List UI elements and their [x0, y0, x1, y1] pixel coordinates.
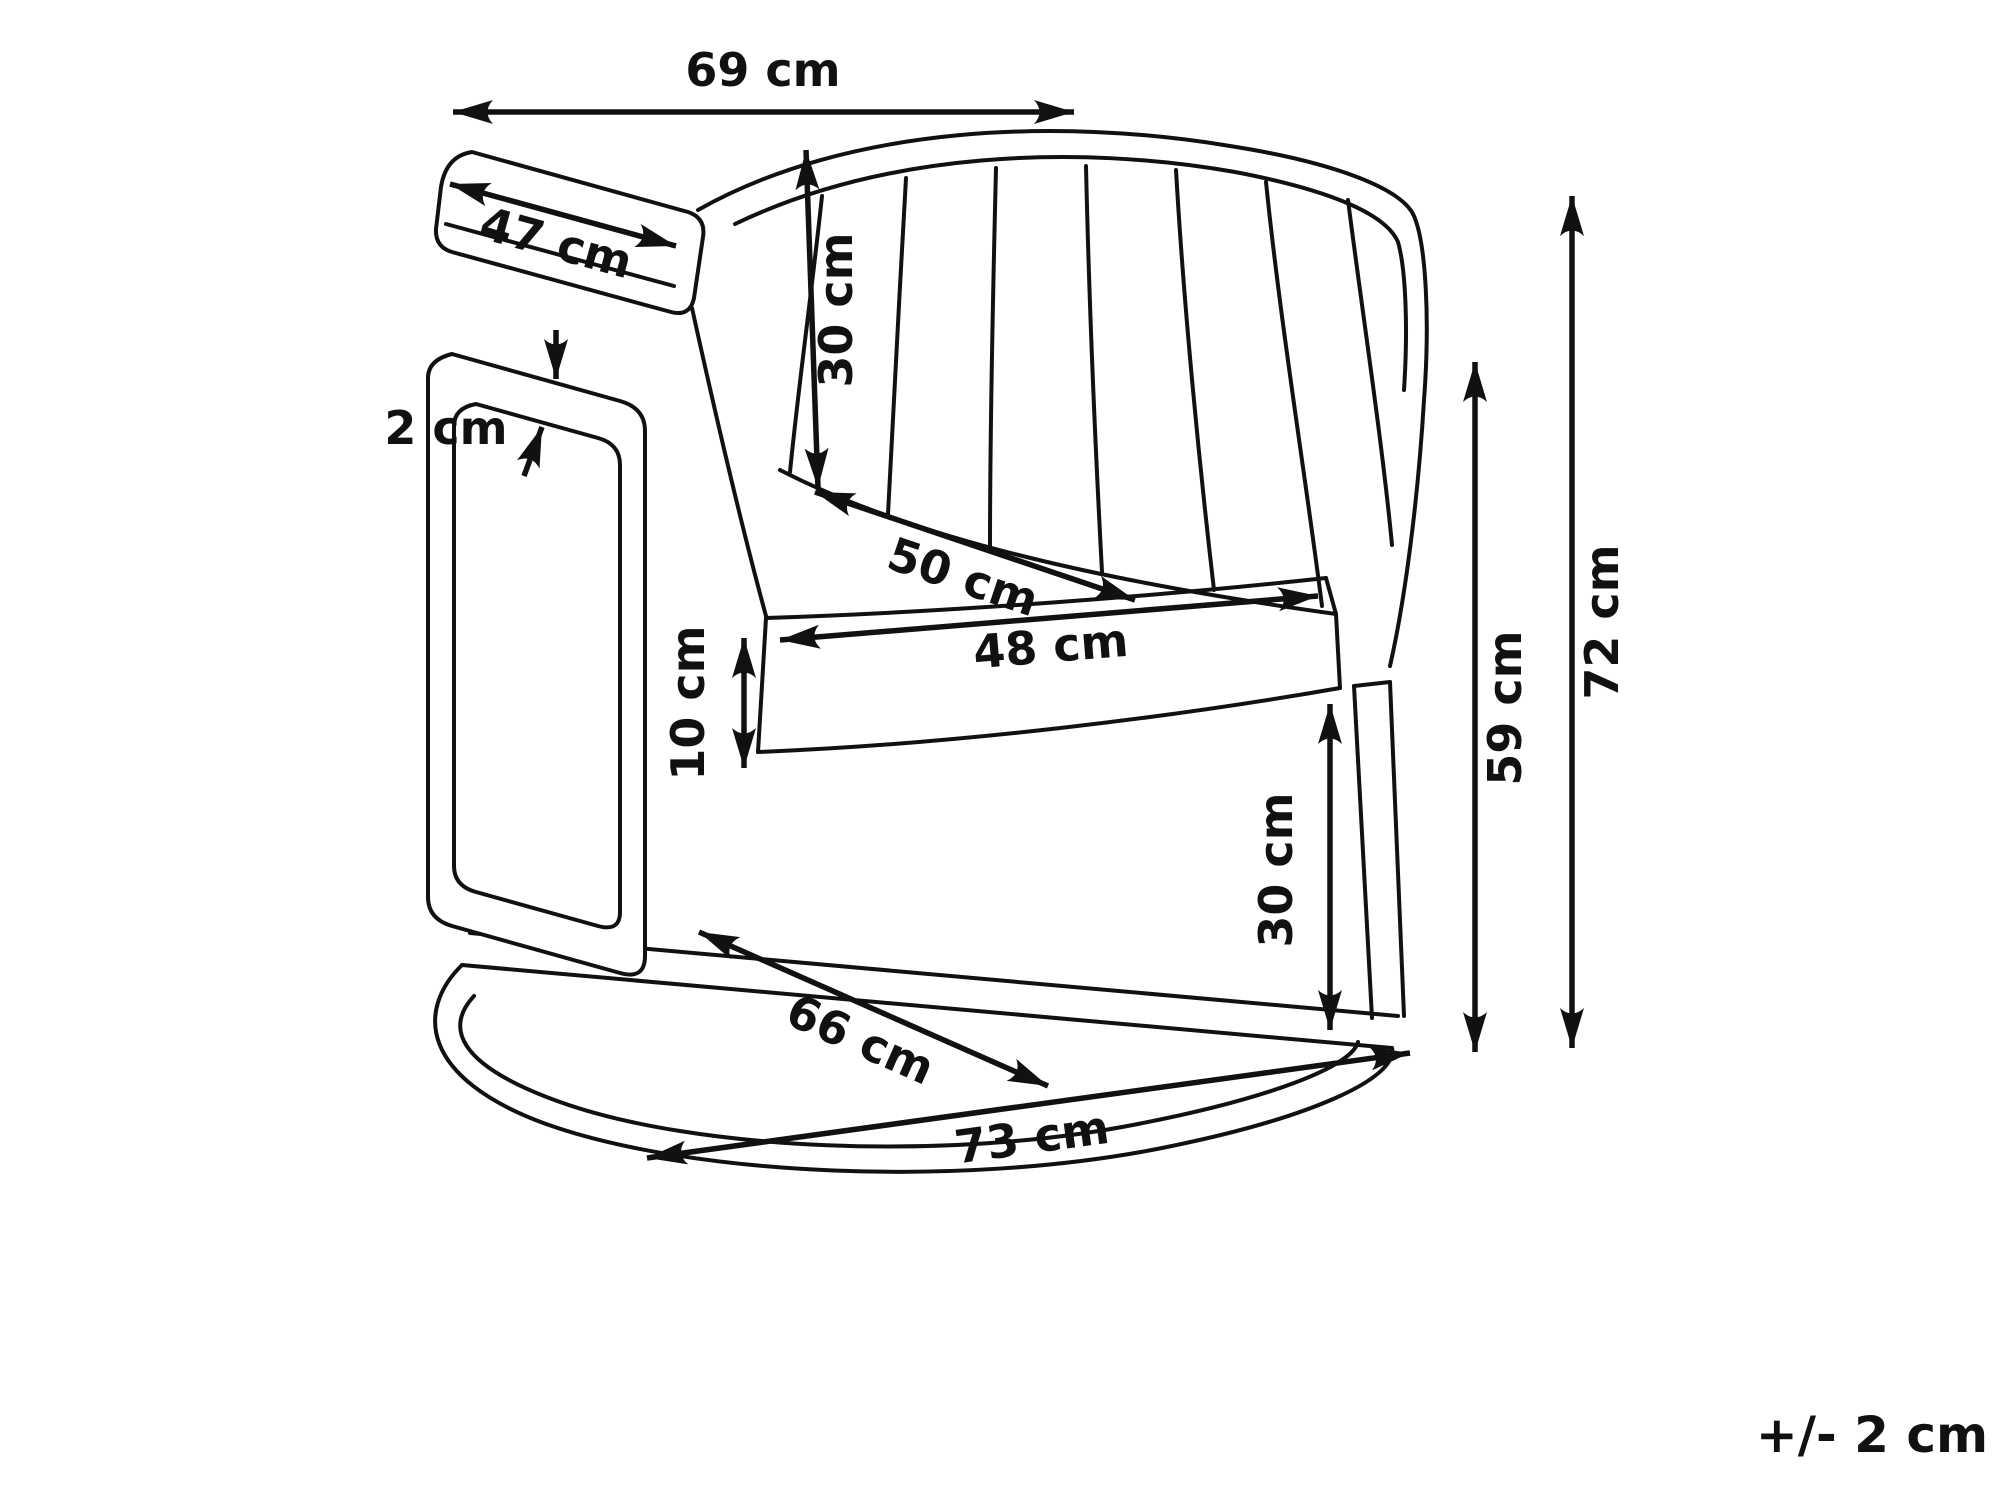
dim-frame-tube-thickness: 2 cm — [384, 330, 568, 477]
rear-leg-cap — [1352, 680, 1392, 688]
frame-loop-hole — [452, 402, 622, 930]
cushion-right-corner — [1324, 576, 1338, 616]
dim-cushion-thickness-label: 10 cm — [661, 625, 715, 780]
side-frame-loop — [426, 352, 647, 977]
seat-back-boundary — [778, 468, 1338, 616]
dim-seat-height: 59 cm — [1463, 362, 1532, 1052]
rear-leg-back-line — [1388, 680, 1406, 1018]
dim-armrest-length-arrow — [449, 181, 677, 249]
frame-thickness-lower-arrow — [516, 426, 545, 477]
dim-overall-width-label: 69 cm — [685, 43, 840, 97]
dim-cushion-thickness: 10 cm — [661, 625, 756, 781]
dim-backrest-height-arrow — [795, 149, 829, 489]
dim-overall-height: 72 cm — [1560, 196, 1629, 1048]
channel-line-5 — [1174, 168, 1216, 592]
backrest-inner-top-edge — [733, 155, 1408, 392]
dimension-annotations: 69 cm 47 cm 30 cm 2 cm 50 cm 48 cm 10 cm — [384, 43, 1629, 1174]
dim-seat-depth: 50 cm — [814, 489, 1136, 627]
channel-line-4 — [1084, 164, 1104, 574]
rear-leg — [1352, 680, 1406, 1020]
chair-drawing — [426, 129, 1429, 1174]
rear-leg-front-line — [1352, 684, 1374, 1020]
backrest-outer-edge — [696, 129, 1429, 668]
dim-seat-depth-arrow — [814, 489, 1136, 603]
dim-base-frame-height: 30 cm — [1249, 704, 1342, 1030]
tolerance-note: +/- 2 cm — [1756, 1406, 1988, 1464]
dim-seat-width-arrow — [779, 587, 1319, 649]
dim-backrest-height: 30 cm — [795, 149, 863, 489]
cushion-bottom-edge — [756, 686, 1342, 754]
left-inner-wall — [690, 306, 768, 618]
seat-cushion — [690, 306, 1342, 754]
dim-frame-tube-thickness-label: 2 cm — [384, 401, 507, 455]
dim-base-frame-height-label: 30 cm — [1249, 792, 1303, 947]
channel-line-7 — [1346, 198, 1394, 547]
channel-line-2 — [886, 176, 908, 516]
dim-seat-width-label: 48 cm — [971, 613, 1130, 680]
cushion-right-end — [1334, 612, 1342, 690]
dim-overall-height-label: 72 cm — [1575, 544, 1629, 699]
dim-base-outer-width-arrow — [646, 1046, 1411, 1165]
cushion-left-corner — [756, 616, 768, 754]
dim-seat-height-label: 59 cm — [1478, 630, 1532, 785]
dim-overall-width: 69 cm — [453, 43, 1074, 124]
dim-seat-width: 48 cm — [779, 587, 1319, 680]
dim-backrest-height-label: 30 cm — [809, 232, 863, 387]
channel-line-3 — [988, 166, 998, 550]
channel-line-6 — [1264, 180, 1324, 608]
